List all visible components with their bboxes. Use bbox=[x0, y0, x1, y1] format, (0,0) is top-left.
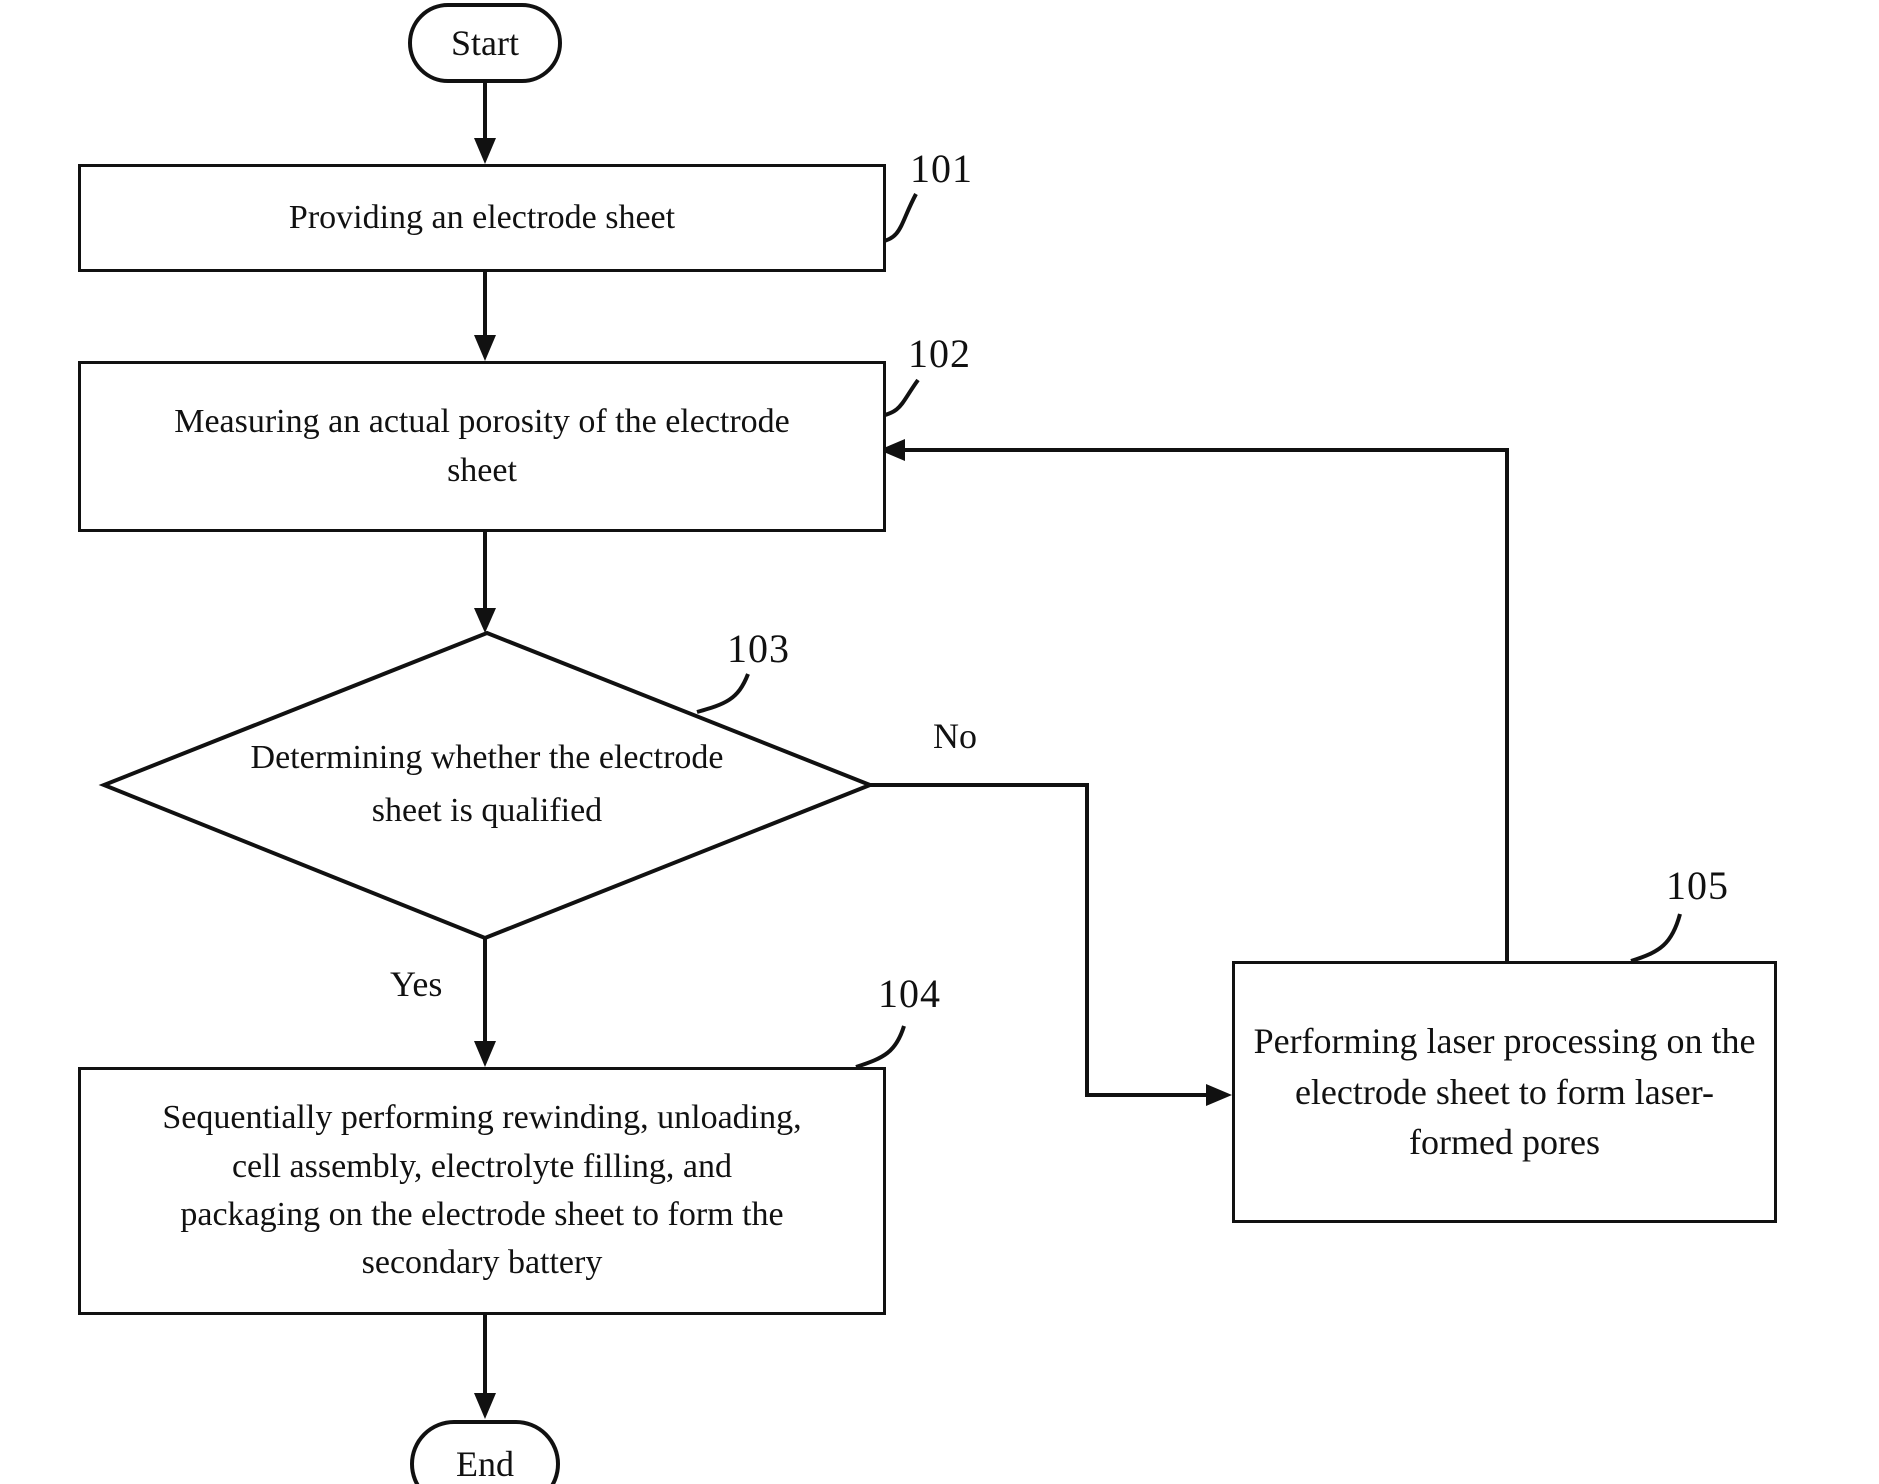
start-node: Start bbox=[408, 3, 562, 83]
step-105-box: Performing laser processing on the elect… bbox=[1232, 961, 1777, 1223]
step-101-text: Providing an electrode sheet bbox=[288, 198, 676, 236]
arrowhead-into-end bbox=[474, 1393, 496, 1419]
step-104-box: Sequentially performing rewinding, unloa… bbox=[78, 1067, 886, 1315]
decision-diamond-shape bbox=[98, 630, 876, 941]
decision-103-text-area: Determining whether the electrode sheet … bbox=[187, 700, 787, 870]
arrowhead-into-103 bbox=[474, 608, 496, 633]
ref-label-104: 104 bbox=[878, 971, 941, 1016]
decision-103-text: Determining whether the electrode sheet … bbox=[250, 739, 724, 829]
ref-label-105: 105 bbox=[1666, 863, 1729, 908]
step-104-text: Sequentially performing rewinding, unloa… bbox=[162, 1099, 802, 1282]
ref-label-101: 101 bbox=[910, 146, 973, 191]
ref-label-103: 103 bbox=[727, 626, 790, 671]
start-label: Start bbox=[451, 23, 519, 63]
arrowhead-into-104 bbox=[474, 1041, 496, 1067]
step-105-text: Performing laser processing on the elect… bbox=[1253, 1021, 1756, 1163]
arrowhead-into-101 bbox=[474, 138, 496, 164]
end-label: End bbox=[456, 1444, 514, 1484]
leader-104 bbox=[855, 1025, 906, 1069]
arrowhead-into-102 bbox=[474, 335, 496, 361]
edge-103-no-to-105 bbox=[870, 783, 1208, 1097]
step-101-box: Providing an electrode sheet bbox=[78, 164, 886, 272]
arrowhead-into-105 bbox=[1206, 1084, 1232, 1106]
end-node: End bbox=[410, 1420, 560, 1484]
arrowhead-into-102-right bbox=[879, 439, 905, 461]
branch-label-yes: Yes bbox=[390, 964, 443, 1004]
edge-105-to-102 bbox=[903, 448, 1509, 961]
step-102-text: Measuring an actual porosity of the elec… bbox=[174, 403, 790, 489]
ref-label-102: 102 bbox=[908, 331, 971, 376]
leader-105 bbox=[1630, 913, 1682, 963]
step-102-box: Measuring an actual porosity of the elec… bbox=[78, 361, 886, 532]
leader-103 bbox=[696, 673, 750, 714]
branch-label-no: No bbox=[933, 716, 977, 756]
